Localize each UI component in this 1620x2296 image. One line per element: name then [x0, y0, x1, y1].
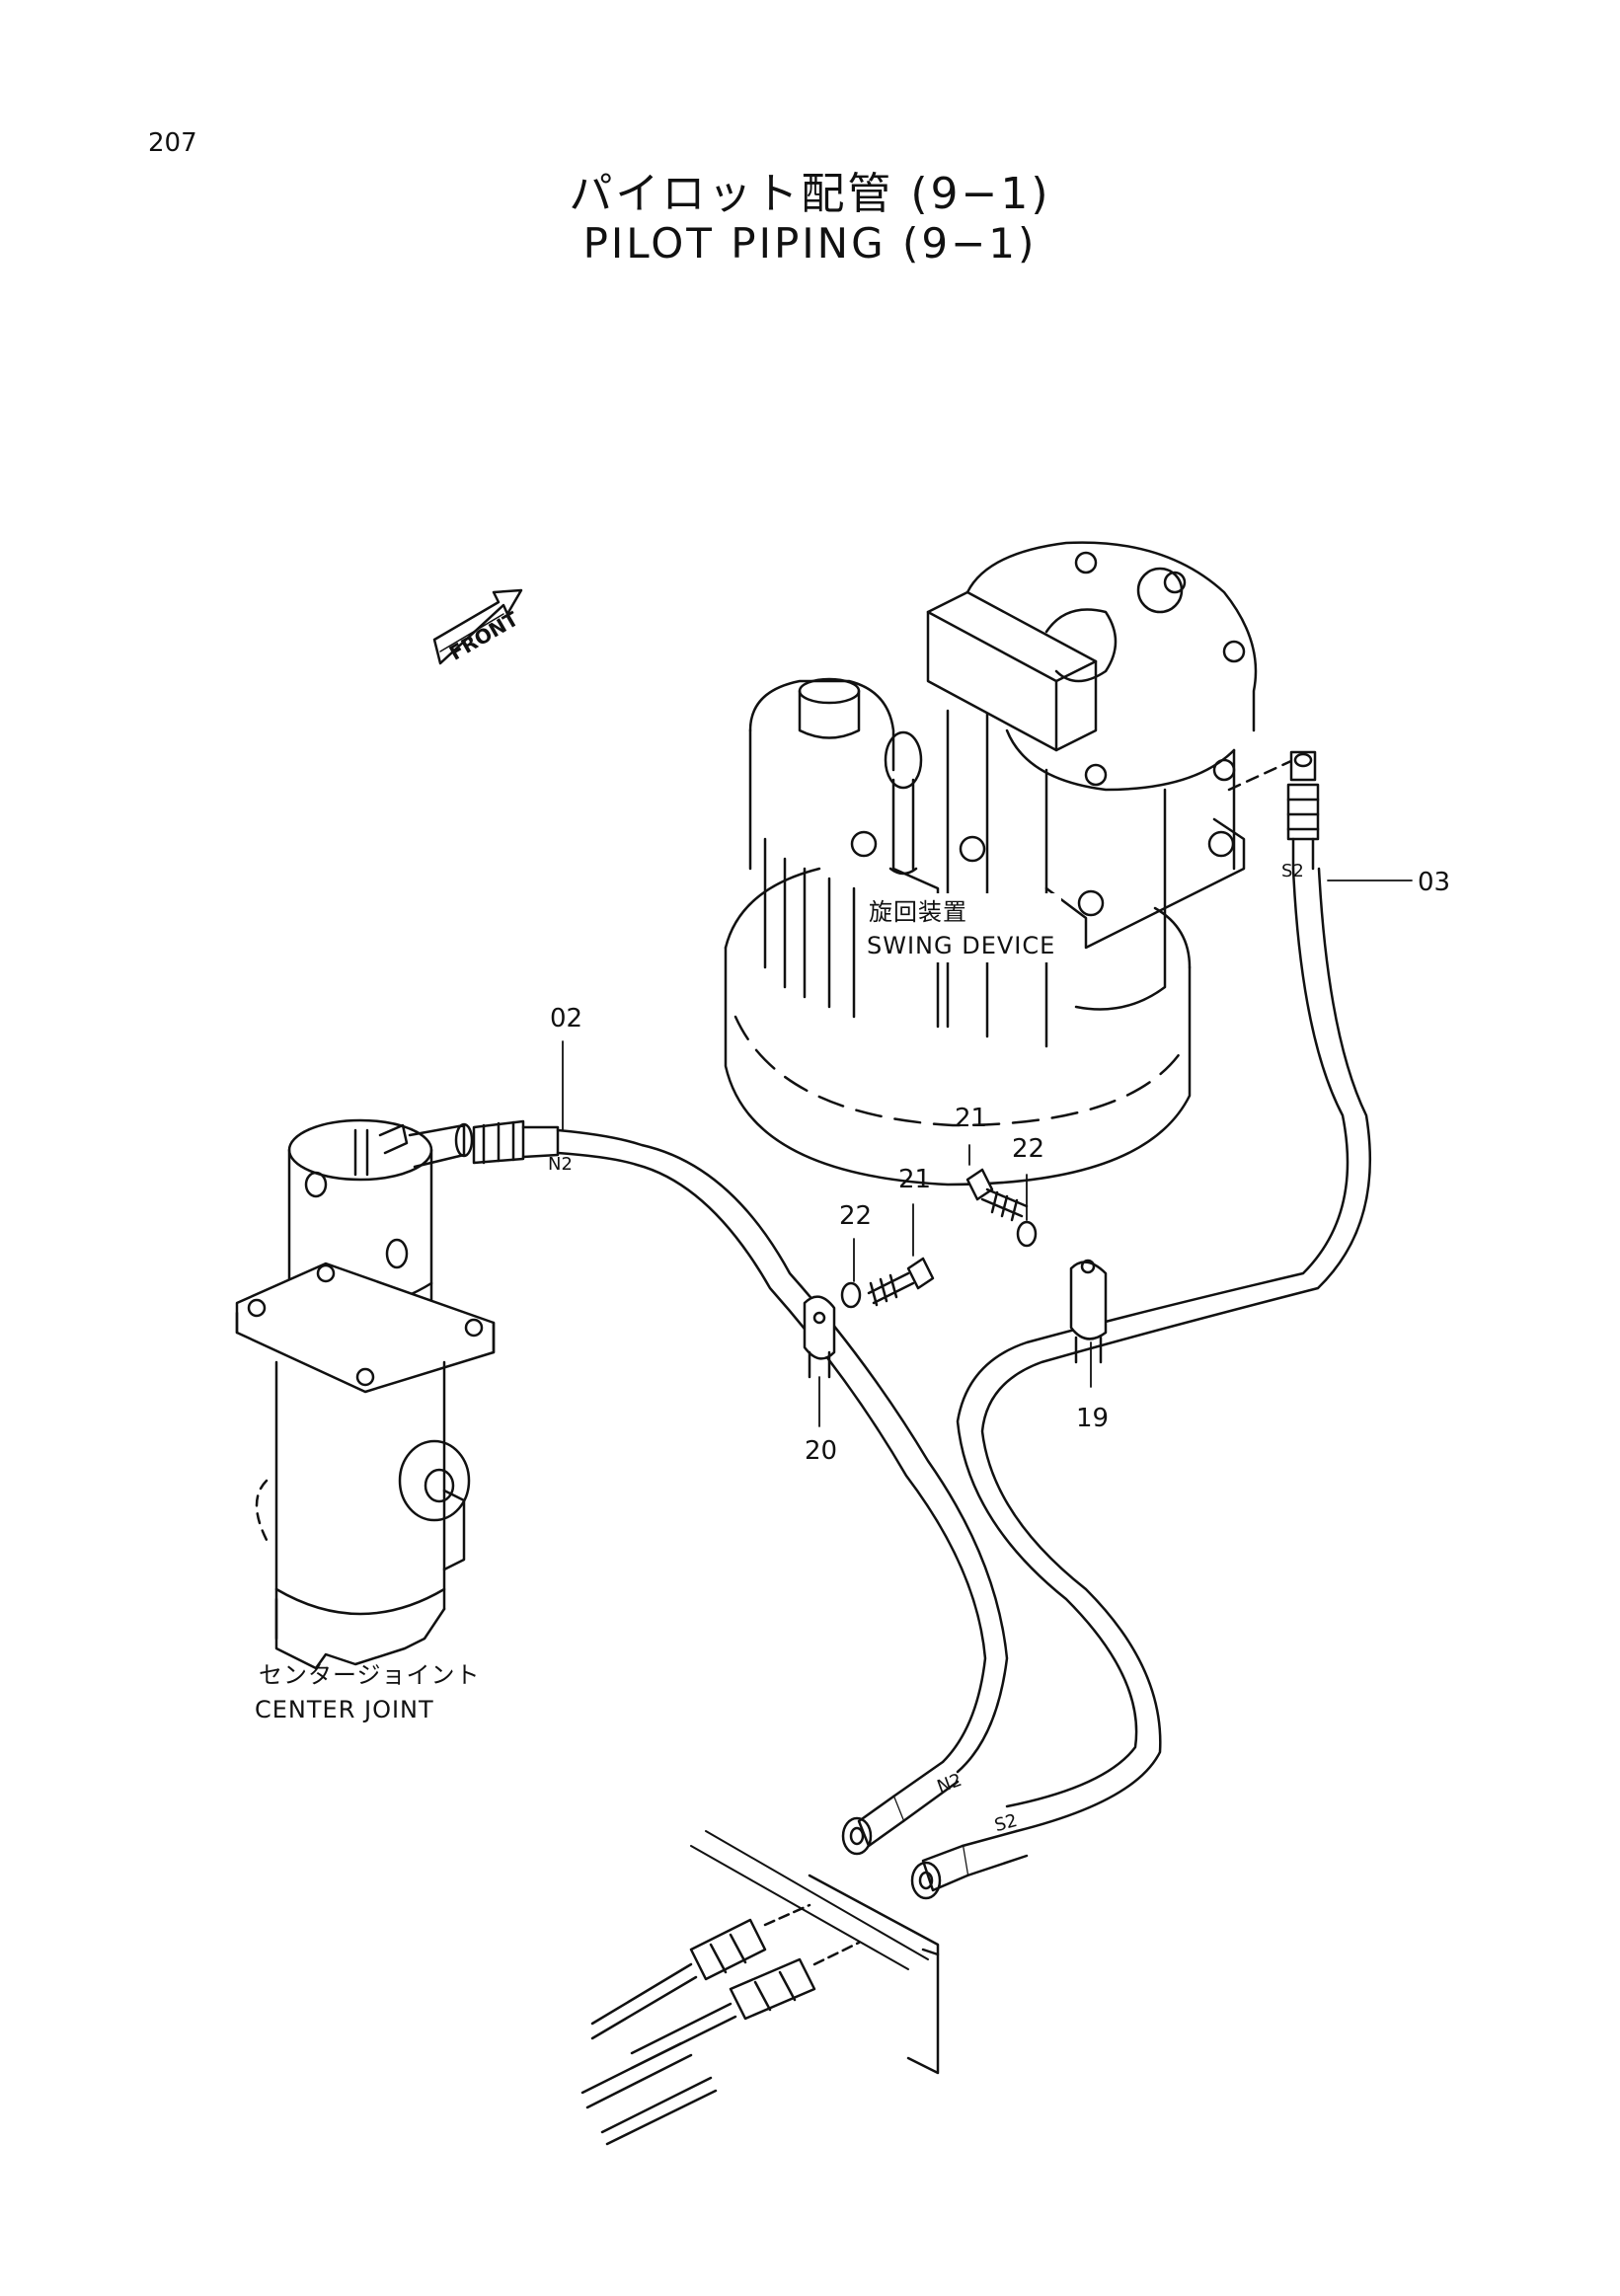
page-title-japanese: パイロット配管 (9−1): [569, 169, 1051, 219]
swing-device-label-jp: 旋回装置: [869, 898, 967, 926]
valve-fittings: [580, 1903, 861, 2146]
clamp-19: [1069, 1259, 1108, 1364]
washer-22-right: [1016, 1220, 1038, 1248]
callout-21-left: 21: [898, 1165, 931, 1194]
page-number: 207: [148, 128, 197, 158]
bolt-21-right: [965, 1168, 1029, 1222]
swing-device-drawing: [724, 541, 1295, 1186]
callout-20: 20: [805, 1436, 837, 1466]
port-code-n2-top: N2: [548, 1154, 573, 1175]
page-title-english: PILOT PIPING (9−1): [582, 219, 1038, 268]
washer-22-left: [840, 1281, 862, 1309]
leader-lines: [562, 880, 1413, 1427]
front-arrow-icon: FRONT: [432, 588, 522, 665]
hose-02-n2: [408, 1119, 1009, 1856]
callout-22-left: 22: [839, 1201, 872, 1231]
bolt-21-left: [867, 1257, 935, 1307]
clamp-20: [803, 1295, 836, 1379]
callout-02: 02: [550, 1004, 582, 1033]
callout-21-right: 21: [955, 1104, 987, 1133]
center-joint-drawing: [235, 1118, 496, 1670]
callout-22-right: 22: [1012, 1134, 1044, 1164]
swing-device-label-en: SWING DEVICE: [867, 932, 1055, 959]
callout-19: 19: [1076, 1404, 1109, 1433]
center-joint-label-en: CENTER JOINT: [255, 1696, 434, 1723]
center-joint-label-jp: センタージョイント: [259, 1661, 481, 1689]
port-code-s2-top: S2: [1281, 861, 1304, 881]
callout-03: 03: [1418, 868, 1450, 897]
hose-03-s2: [910, 750, 1372, 1900]
valve-plate: [690, 1830, 940, 2075]
